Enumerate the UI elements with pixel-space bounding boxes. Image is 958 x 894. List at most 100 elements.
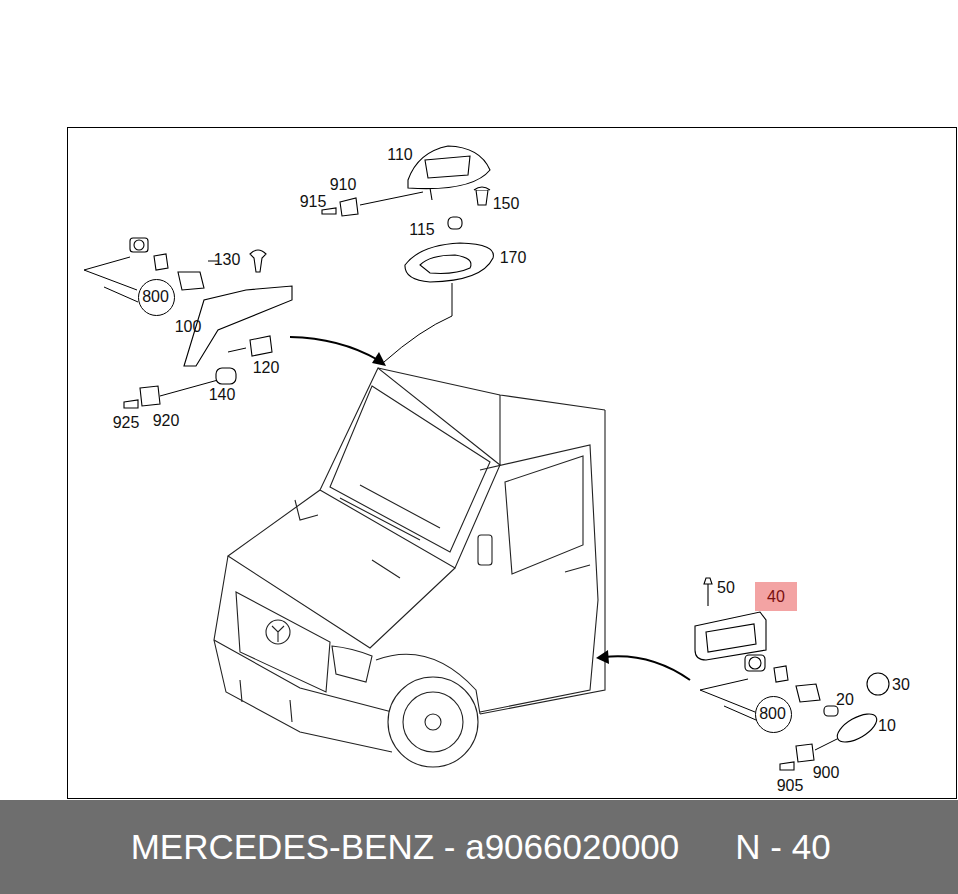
interior-lamp-parts bbox=[425, 156, 470, 178]
pillar-lamp-parts bbox=[250, 336, 272, 356]
van-outline bbox=[272, 626, 284, 642]
interior-lamp-parts bbox=[430, 188, 432, 200]
interior-lamp-parts bbox=[420, 255, 471, 273]
leader-lines bbox=[104, 287, 138, 302]
arrow-heads bbox=[372, 352, 609, 664]
entry-lamp-parts bbox=[833, 708, 881, 747]
leader-lines bbox=[724, 706, 756, 720]
entry-lamp-parts bbox=[695, 612, 766, 660]
callout-number: 925 bbox=[113, 414, 140, 432]
entry-lamp-parts bbox=[704, 578, 712, 584]
interior-lamp-parts bbox=[476, 190, 488, 205]
van-outline bbox=[214, 556, 392, 752]
entry-lamp-parts bbox=[745, 655, 765, 671]
callout-number: 800 bbox=[142, 288, 169, 306]
van-outline bbox=[330, 386, 490, 552]
interior-lamp-parts bbox=[408, 146, 490, 189]
callout-number: 50 bbox=[717, 579, 735, 597]
van-outline bbox=[565, 565, 590, 572]
van-outline bbox=[295, 500, 400, 578]
van-outline bbox=[332, 646, 372, 682]
entry-lamp-parts bbox=[867, 673, 889, 695]
van-outline bbox=[499, 395, 500, 465]
entry-lamp-parts bbox=[796, 684, 820, 702]
callout-number: 30 bbox=[892, 676, 910, 694]
callout-number: 110 bbox=[387, 146, 413, 164]
leader-lines bbox=[360, 192, 423, 205]
van-outline bbox=[266, 620, 290, 644]
pillar-lamp-parts bbox=[134, 240, 144, 250]
van-outline bbox=[214, 640, 392, 712]
callout-number: 170 bbox=[500, 249, 527, 267]
callout-number: 140 bbox=[209, 386, 236, 404]
leader-lines bbox=[84, 257, 130, 270]
callout-number: 100 bbox=[175, 318, 202, 336]
callout-number: 130 bbox=[214, 251, 241, 269]
van-outline bbox=[478, 535, 492, 565]
leader-lines bbox=[84, 270, 137, 290]
callout-number: 800 bbox=[759, 705, 786, 723]
interior-lamp-parts bbox=[448, 217, 462, 229]
pillar-lamp-parts bbox=[154, 254, 168, 270]
callout-number: 920 bbox=[153, 412, 180, 430]
van-outline bbox=[480, 445, 598, 712]
caption-text: N - 40 bbox=[735, 827, 830, 867]
van-outline bbox=[240, 680, 292, 722]
callout-number: 115 bbox=[409, 221, 435, 239]
wheel bbox=[388, 677, 478, 767]
location-arrows bbox=[290, 337, 378, 360]
leader-lines bbox=[384, 283, 452, 362]
van-outline bbox=[505, 456, 583, 574]
van-outline bbox=[340, 485, 440, 540]
interior-lamp-parts bbox=[322, 146, 493, 282]
arrow-heads bbox=[596, 650, 609, 664]
wheel bbox=[403, 692, 463, 752]
location-arrows bbox=[604, 656, 690, 680]
leader-lines bbox=[84, 192, 845, 750]
highlight-box: 40 bbox=[755, 582, 797, 611]
pillar-lamp-parts bbox=[124, 400, 138, 408]
pillar-lamp-parts bbox=[130, 238, 148, 252]
entry-lamp-parts bbox=[749, 657, 761, 669]
caption-band: MERCEDES-BENZ - a9066020000 N - 40 bbox=[0, 800, 958, 894]
callout-circle: 800 bbox=[755, 696, 792, 733]
van-outline bbox=[236, 592, 330, 692]
interior-lamp-parts bbox=[474, 187, 490, 190]
pillar-lamp-parts bbox=[216, 368, 236, 384]
caption-text: MERCEDES-BENZ - a9066020000 bbox=[131, 827, 680, 867]
callout-number: 20 bbox=[836, 691, 854, 709]
callout-number: 915 bbox=[300, 193, 327, 211]
location-arrows bbox=[290, 337, 690, 680]
callout-number: 120 bbox=[253, 359, 280, 377]
callout-number: 40 bbox=[767, 588, 785, 606]
pillar-lamp-parts bbox=[124, 238, 292, 408]
van-outline bbox=[480, 410, 605, 714]
entry-lamp-parts bbox=[824, 706, 838, 716]
entry-lamp-parts bbox=[796, 744, 814, 762]
callout-number: 150 bbox=[493, 195, 520, 213]
entry-lamp-parts bbox=[695, 578, 889, 770]
callout-number: 910 bbox=[330, 176, 357, 194]
callout-circle: 800 bbox=[138, 279, 175, 316]
interior-lamp-parts bbox=[405, 243, 493, 282]
pillar-lamp-parts bbox=[140, 386, 160, 406]
leader-lines bbox=[700, 690, 755, 712]
van-outline bbox=[228, 490, 455, 648]
frame bbox=[68, 128, 957, 799]
pillar-lamp-parts bbox=[178, 272, 204, 290]
leader-lines bbox=[700, 679, 748, 690]
interior-lamp-parts bbox=[340, 198, 358, 216]
callout-number: 10 bbox=[878, 717, 896, 735]
arrow-heads bbox=[372, 352, 386, 366]
entry-lamp-parts bbox=[780, 762, 794, 770]
callout-number: 900 bbox=[813, 764, 840, 782]
entry-lamp-parts bbox=[774, 666, 788, 682]
van-outline bbox=[378, 368, 605, 410]
wheel bbox=[425, 714, 441, 730]
entry-lamp-parts bbox=[706, 624, 756, 652]
wheel bbox=[388, 677, 478, 767]
pillar-lamp-parts bbox=[250, 250, 266, 272]
callout-number: 905 bbox=[777, 777, 804, 795]
van-outline bbox=[320, 368, 500, 568]
